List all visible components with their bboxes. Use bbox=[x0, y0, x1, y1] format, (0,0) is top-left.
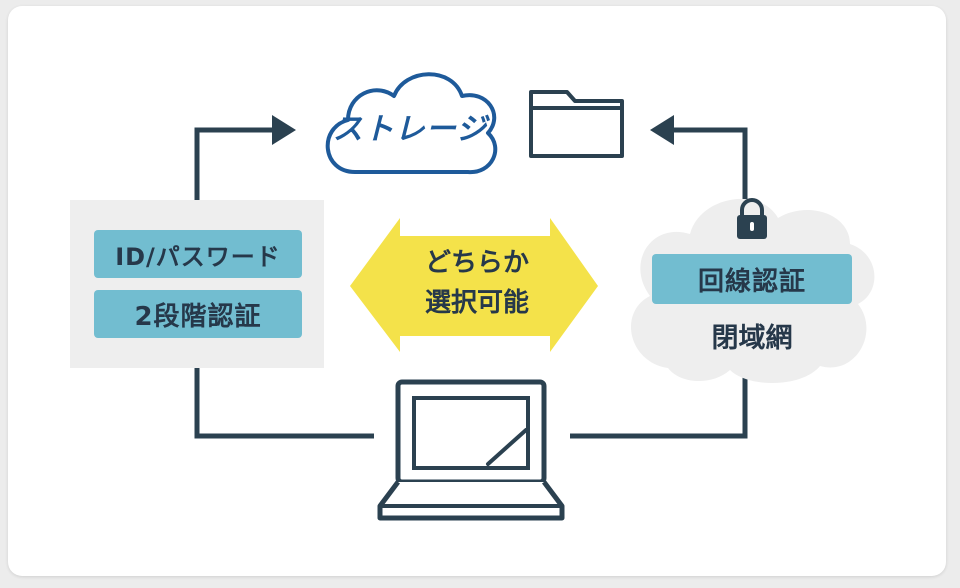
id-password-badge: ID/パスワード bbox=[94, 230, 302, 278]
choice-line-2: 選択可能 bbox=[424, 288, 529, 318]
two-factor-badge: 2段階認証 bbox=[94, 290, 302, 338]
line-auth-badge: 回線認証 bbox=[652, 254, 852, 304]
folder-icon bbox=[529, 90, 624, 158]
screen-glare-line bbox=[486, 428, 528, 466]
lock-keyhole bbox=[750, 222, 754, 231]
laptop-screen bbox=[412, 396, 530, 470]
closed-network-label: 閉域網 bbox=[711, 323, 793, 354]
either-arrow-shape bbox=[350, 218, 598, 352]
laptop-base bbox=[377, 480, 565, 521]
either-selectable-label: どちらか 選択可能 bbox=[392, 243, 562, 323]
lock-shackle bbox=[740, 198, 764, 216]
left-arrowhead bbox=[272, 115, 296, 145]
cloud-icon bbox=[325, 72, 498, 175]
storage-label: ストレージ bbox=[332, 112, 488, 147]
right-arrowhead bbox=[650, 115, 674, 145]
choice-line-1: どちらか bbox=[424, 248, 529, 278]
auth-method-panel: ID/パスワード 2段階認証 bbox=[70, 200, 324, 368]
